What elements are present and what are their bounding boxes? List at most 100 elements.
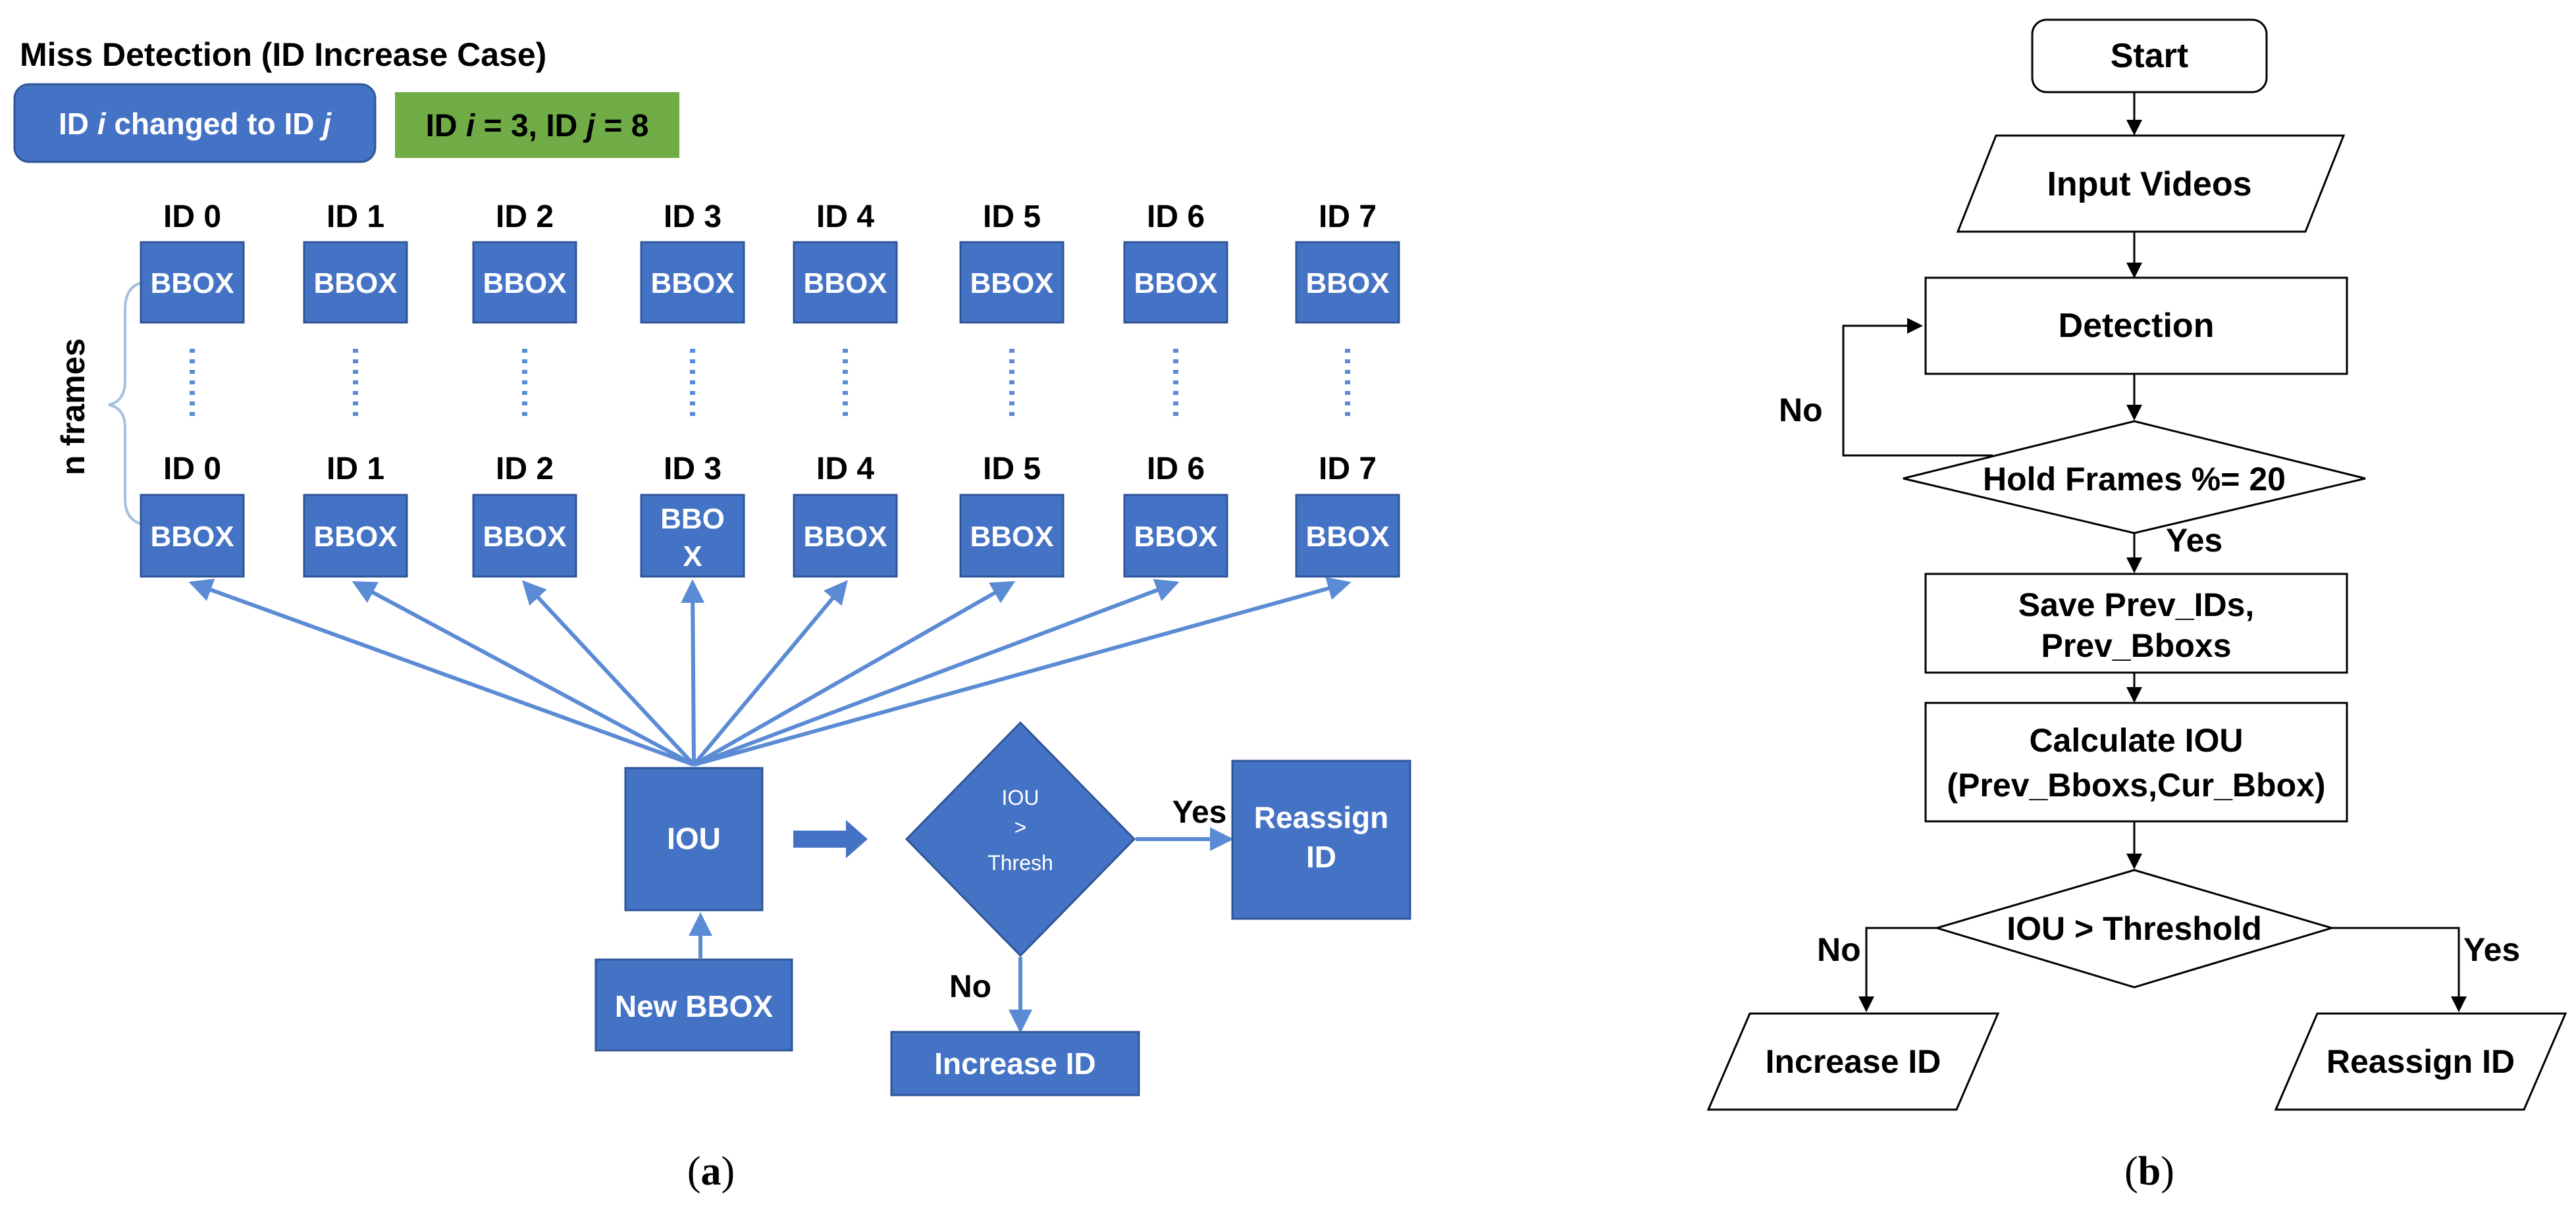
caption-a: (a): [687, 1149, 735, 1194]
iou-to-id-arrow: [521, 580, 696, 767]
bbox-bottom: [140, 494, 245, 578]
id-label-bottom: ID 4: [816, 451, 874, 486]
bbox-bottom: [959, 494, 1065, 578]
increase-id-shape-b: [1706, 1012, 2000, 1111]
input-videos-label: Input Videos: [2047, 165, 2251, 203]
reassign-label-2: ID: [1306, 840, 1336, 874]
id-label-top: ID 3: [664, 199, 722, 234]
yes-right-arrow: [2332, 927, 2467, 1012]
bbox-bottom-label: BBOX: [803, 521, 887, 553]
new-bbox-label: New BBOX: [615, 989, 774, 1023]
bbox-top-label: BBOX: [803, 267, 887, 299]
bbox-top-label: BBOX: [150, 267, 234, 299]
bbox-top: [140, 241, 245, 324]
bbox-bottom-label: BBOX: [483, 521, 566, 553]
thresh-decision-diamond: [905, 721, 1136, 958]
id-change-badge-text: ID i changed to ID j: [59, 107, 332, 141]
start-label: Start: [2111, 37, 2188, 75]
bbox-top: [303, 241, 408, 324]
input-videos-shape: [1956, 134, 2346, 233]
no-label-a: No: [949, 969, 991, 1004]
bbox-top: [472, 241, 577, 324]
bbox-bottom-label: BBOX: [313, 521, 397, 553]
bbox-top-label: BBOX: [650, 267, 734, 299]
calc-label-1: Calculate IOU: [2029, 722, 2243, 759]
iou-to-id-arrow: [693, 581, 1016, 767]
bbox-top-label: BBOX: [313, 267, 397, 299]
no-loop-label: No: [1779, 392, 1823, 428]
panel-a-title: Miss Detection (ID Increase Case): [20, 36, 546, 73]
bbox-top-label: BBOX: [970, 267, 1053, 299]
start-terminal: [2031, 18, 2268, 93]
iou-fan-arrows: [188, 577, 1352, 767]
threshold-label: IOU > Threshold: [2007, 910, 2262, 947]
id-label-top: ID 7: [1319, 199, 1377, 234]
iou-to-id-arrow: [693, 577, 1352, 767]
bbox-top: [640, 241, 745, 324]
bbox-bottom-label: BBOX: [1305, 521, 1389, 553]
panel-a: Miss Detection (ID Increase Case) ID i c…: [13, 36, 1411, 1194]
hold-frames-label: Hold Frames %= 20: [1983, 461, 2286, 498]
decision-label-3: Thresh: [987, 851, 1053, 875]
yes-down-label: Yes: [2166, 522, 2222, 559]
caption-b: (b): [2124, 1149, 2174, 1194]
id-label-top: ID 4: [816, 199, 874, 234]
threshold-diamond: [1933, 869, 2336, 989]
iou-to-id-arrow: [352, 581, 695, 767]
reassign-id-label-b: Reassign ID: [2326, 1043, 2515, 1080]
bbox-top-label: BBOX: [1134, 267, 1217, 299]
bbox-bottom: [472, 494, 577, 578]
increase-id-box: [890, 1031, 1140, 1096]
bbox-bottom-label: BBOX: [1134, 521, 1217, 553]
iou-to-decision-block-arrow: [793, 820, 868, 858]
reassign-label-1: Reassign: [1254, 800, 1389, 835]
id-label-bottom: ID 7: [1319, 451, 1377, 486]
iou-box: [624, 767, 764, 912]
id-label-bottom: ID 6: [1147, 451, 1205, 486]
bbox-bottom: [1123, 494, 1228, 578]
bbox-top-label: BBOX: [483, 267, 566, 299]
id-label-top: ID 2: [496, 199, 554, 234]
id-label-bottom: ID 1: [327, 451, 384, 486]
yes-label-a: Yes: [1172, 795, 1227, 830]
save-prev-box: [1924, 573, 2348, 674]
save-label-1: Save Prev_IDs,: [2018, 586, 2255, 623]
new-bbox-box: [594, 958, 793, 1052]
bbox-top: [793, 241, 898, 324]
id-label-bottom: ID 3: [664, 451, 722, 486]
iou-to-id-arrow: [681, 579, 705, 765]
bbox-bottom-label: BBOX: [150, 521, 234, 553]
bbox-bottom: [640, 494, 745, 578]
bbox-top: [1295, 241, 1400, 324]
detection-box: [1924, 276, 2348, 375]
id-label-top: ID 5: [983, 199, 1041, 234]
id-label-top: ID 1: [327, 199, 384, 234]
no-loop-arrow: [1842, 318, 1993, 457]
iou-to-id-arrow: [188, 579, 695, 767]
id-change-badge: [13, 83, 377, 163]
id-label-top: ID 6: [1147, 199, 1205, 234]
no-left-label: No: [1817, 931, 1861, 968]
bbox-bottom: [1295, 494, 1400, 578]
bbox-bottom-label: BBOX: [970, 521, 1053, 553]
decision-label-2: >: [1014, 815, 1027, 839]
yes-right-label: Yes: [2463, 931, 2520, 968]
id-label-bottom: ID 5: [983, 451, 1041, 486]
detection-label: Detection: [2059, 307, 2215, 345]
reassign-id-box: [1231, 759, 1411, 920]
id-label-top: ID 0: [163, 199, 221, 234]
iou-to-id-arrow: [692, 580, 848, 766]
n-frames-label: n frames: [55, 338, 92, 475]
bbox-top: [959, 241, 1065, 324]
bbox-bottom: [793, 494, 898, 578]
bbox-top: [1123, 241, 1228, 324]
id-label-bottom: ID 2: [496, 451, 554, 486]
decision-label-1: IOU: [1002, 786, 1039, 810]
id-value-badge-text: ID i = 3, ID j = 8: [426, 109, 649, 143]
bbox-split-label-1: BBO: [660, 503, 725, 535]
save-label-2: Prev_Bboxs: [2041, 627, 2231, 664]
calc-label-2: (Prev_Bboxs,Cur_Bbox): [1947, 767, 2325, 804]
